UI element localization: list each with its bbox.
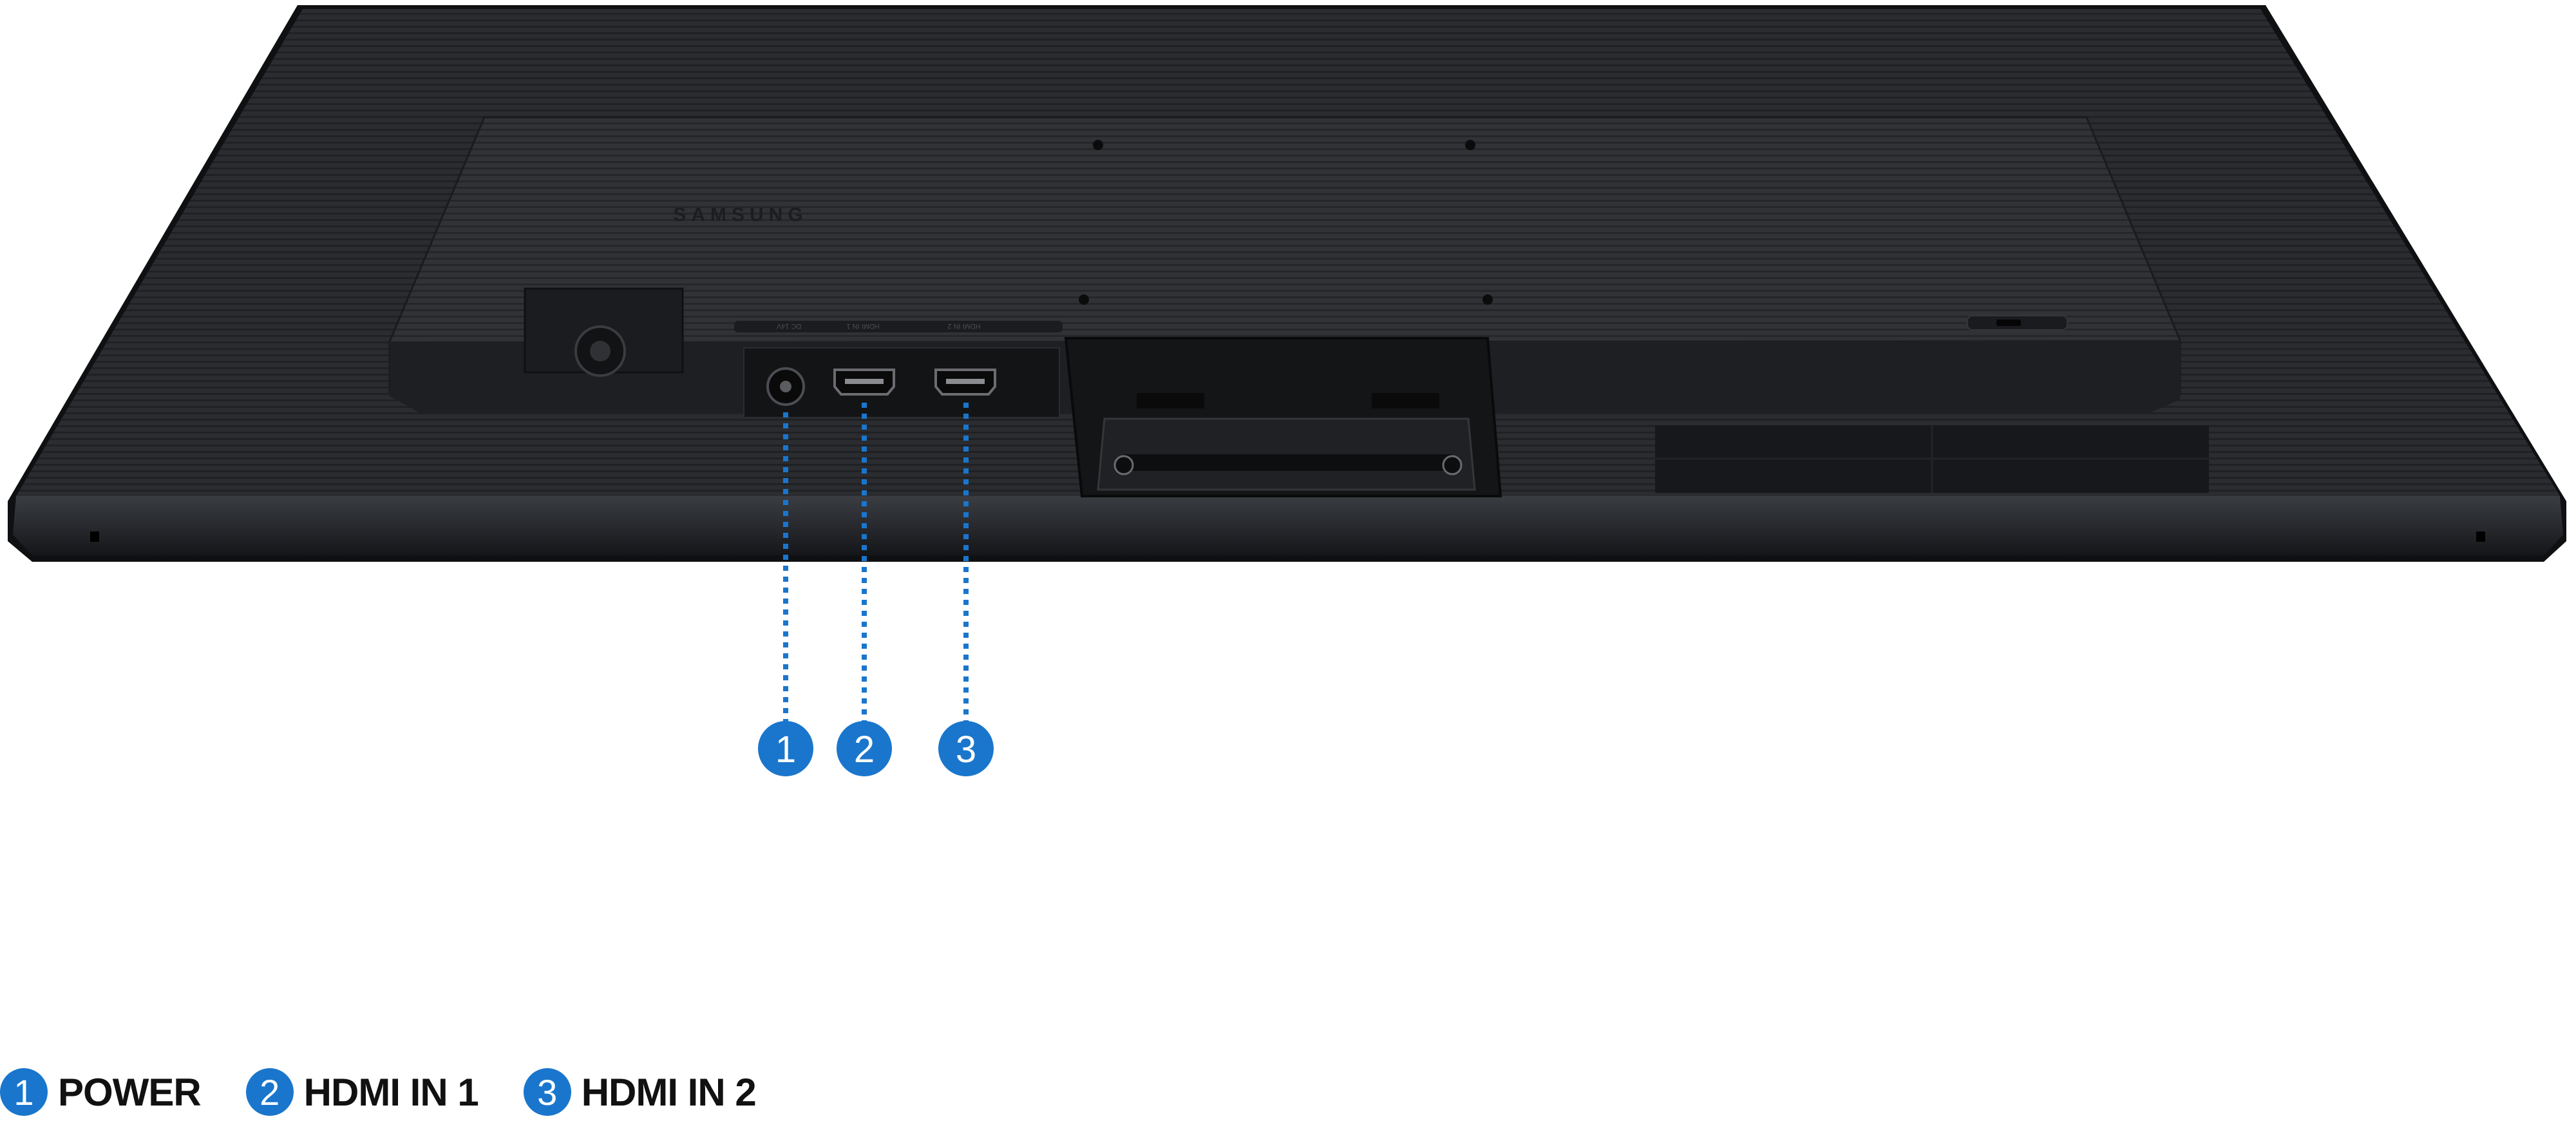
hdmi1-port-marking: HDMI IN 1 — [846, 322, 879, 330]
legend-number-2: 2 — [245, 1068, 294, 1116]
legend-item-hdmi-in-2: 3 HDMI IN 2 — [523, 1068, 757, 1116]
legend-item-power: 1 POWER — [0, 1068, 202, 1116]
legend-number-3: 3 — [523, 1068, 571, 1116]
callout-badge-2: 2 — [837, 721, 892, 776]
port-legend: 1 POWER 2 HDMI IN 1 3 HDMI IN 2 — [0, 1063, 801, 1121]
callout-leader-lines — [783, 403, 969, 722]
callout-badge-3: 3 — [938, 721, 994, 776]
callout-number-2: 2 — [854, 729, 875, 771]
dc-port-marking: DC 14V — [776, 322, 801, 330]
dc-power-jack — [766, 367, 805, 406]
port-label-strip: DC 14V HDMI IN 1 HDMI IN 2 — [734, 321, 1063, 332]
joystick-housing — [524, 287, 684, 377]
callout-number-3: 3 — [956, 729, 976, 771]
callout-number-1: 1 — [775, 729, 796, 771]
brand-logo: SAMSUNG — [673, 204, 808, 225]
stand-mount-bay — [1064, 337, 1502, 497]
legend-label-hdmi-in-1: HDMI IN 1 — [303, 1070, 479, 1114]
callout-badge-1: 1 — [758, 721, 813, 776]
legend-number-1: 1 — [0, 1068, 48, 1116]
legend-label-hdmi-in-2: HDMI IN 2 — [581, 1070, 757, 1114]
hdmi-port-1 — [833, 369, 895, 396]
kensington-slot — [1967, 315, 2068, 331]
legend-label-power: POWER — [58, 1070, 202, 1114]
hdmi2-port-marking: HDMI IN 2 — [947, 322, 980, 330]
ports-bay — [743, 347, 1060, 418]
hdmi-port-2 — [934, 369, 996, 396]
legend-item-hdmi-in-1: 2 HDMI IN 1 — [245, 1068, 479, 1116]
right-vent-panel — [1655, 425, 2209, 493]
